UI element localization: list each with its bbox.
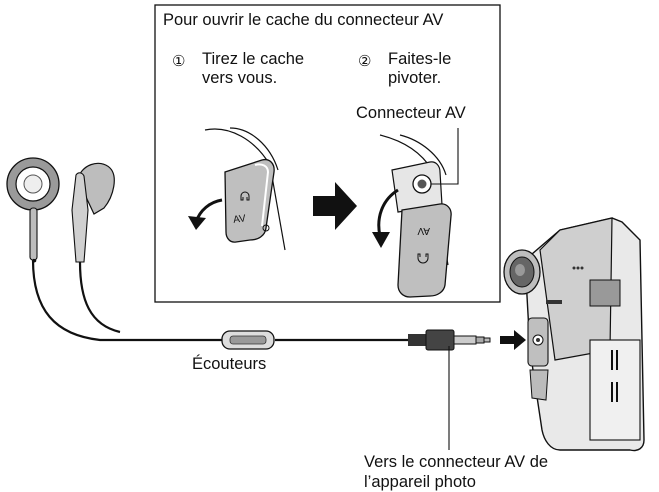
av-plug-icon xyxy=(408,329,491,351)
camera-port-label: Vers le connecteur AV de l’appareil phot… xyxy=(364,453,549,491)
earphone-cable xyxy=(31,258,420,342)
svg-text:AV: AV xyxy=(417,225,430,236)
callout-title: Pour ouvrir le cache du connecteur AV xyxy=(163,11,444,29)
earphones-icon xyxy=(6,157,115,263)
av-connector-label: Connecteur AV xyxy=(356,104,466,122)
av-connector-leader xyxy=(431,128,459,185)
step1-instruction: Tirez le cache vers vous. xyxy=(202,50,305,87)
step2-instruction: Faites-le pivoter. xyxy=(388,50,452,87)
step2-cover-illustration: AV xyxy=(372,128,459,298)
cover-av-marking: AV xyxy=(233,213,247,226)
earphones-label: Écouteurs xyxy=(192,355,267,373)
step2-number: ② xyxy=(358,53,372,70)
camera-icon xyxy=(503,217,645,452)
step1-cover-illustration: AV xyxy=(188,127,286,251)
next-step-arrow xyxy=(313,182,357,230)
step1-number: ① xyxy=(172,53,186,70)
insert-arrow xyxy=(500,330,526,350)
